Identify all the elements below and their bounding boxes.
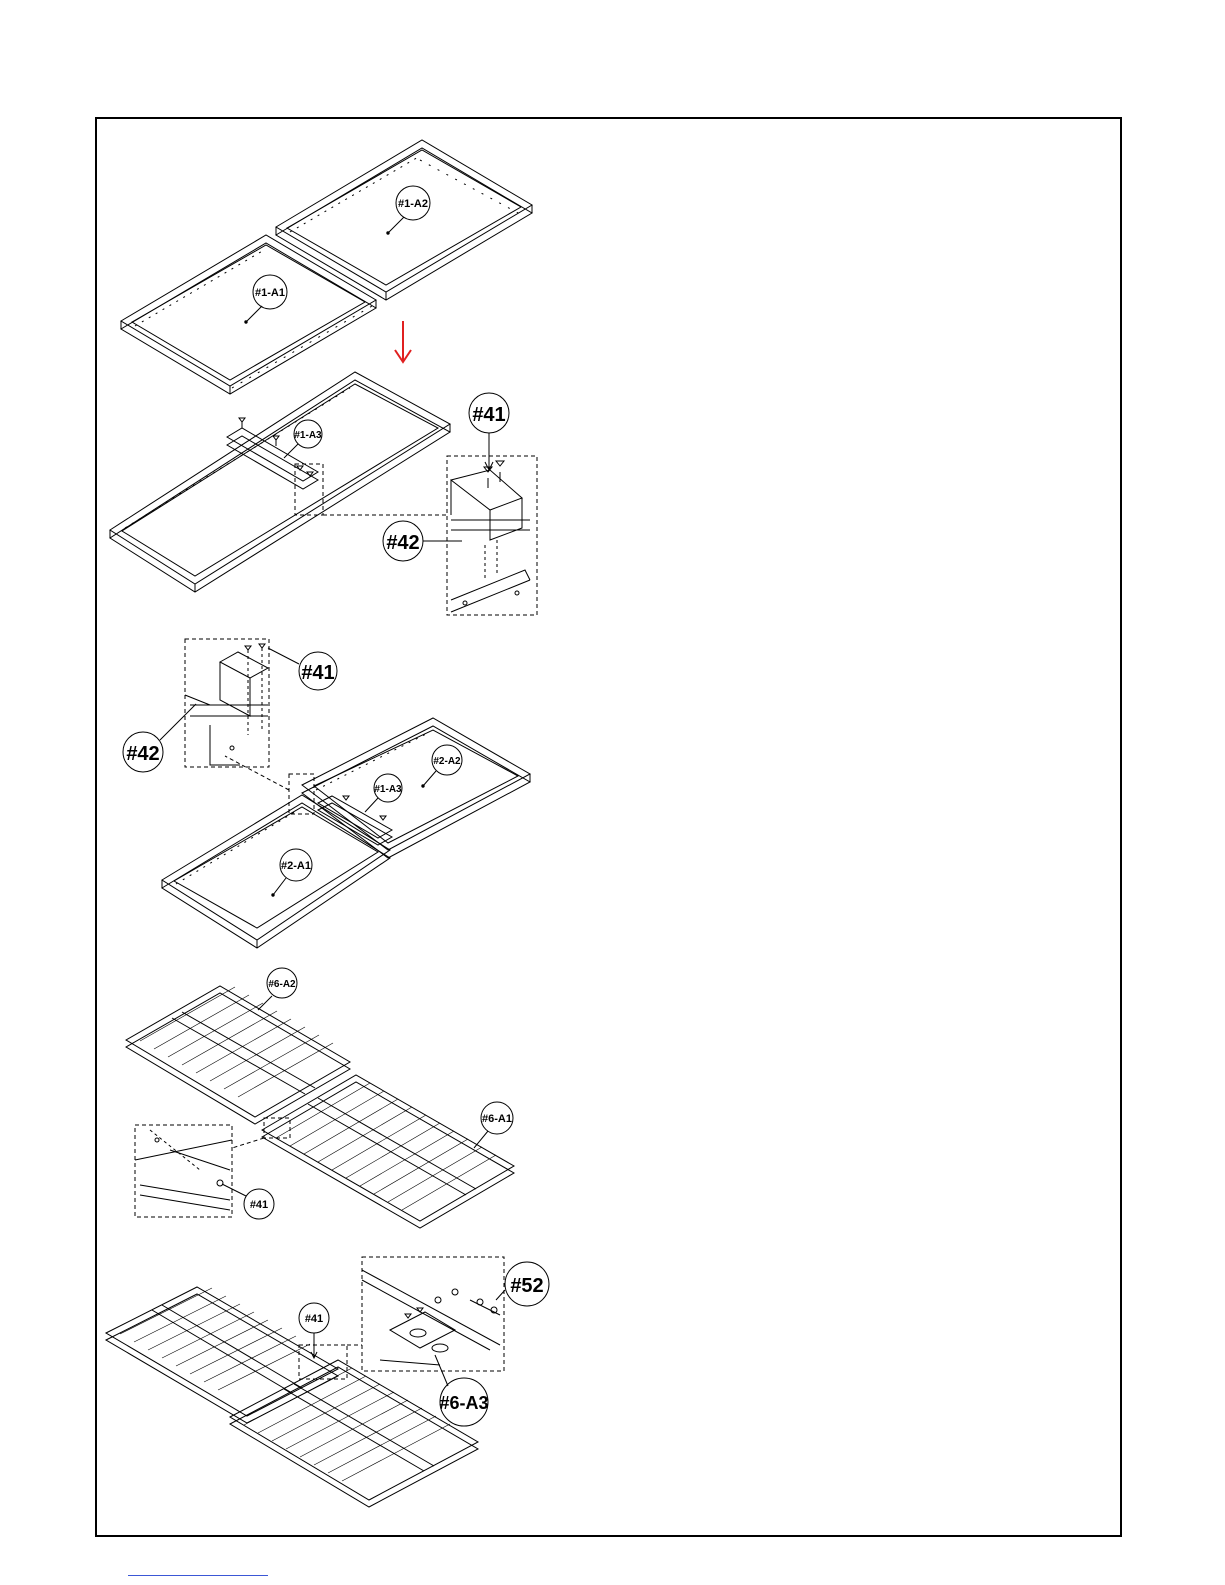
callout-1-a2 (387, 186, 430, 234)
label-1-a3-step3: #1-A3 (374, 784, 402, 795)
frame-part-1-a1 (121, 235, 376, 394)
label-6-a3: #6-A3 (439, 1393, 488, 1413)
step-arrow (395, 321, 411, 362)
label-2-a1: #2-A1 (281, 860, 311, 872)
callout-1-a1 (245, 275, 287, 323)
callout-41-step5 (299, 1303, 329, 1358)
label-41-step3: #41 (301, 662, 334, 684)
detail-box-step3 (185, 639, 269, 767)
grated-panel-front-step5 (230, 1360, 478, 1507)
label-42-step3: #42 (126, 743, 159, 765)
label-1-a1: #1-A1 (255, 287, 285, 299)
callout-2-a1-step3 (272, 849, 312, 896)
label-41-step4: #41 (250, 1199, 268, 1211)
label-1-a3-step2: #1-A3 (294, 430, 322, 441)
label-1-a2: #1-A2 (398, 198, 428, 210)
label-6-a2: #6-A2 (268, 979, 296, 990)
step-5-assembly (106, 1257, 549, 1507)
step-3-assembly (123, 639, 530, 948)
label-52: #52 (510, 1275, 543, 1297)
step-4-assembly (126, 968, 514, 1228)
detail-box-step2 (447, 456, 537, 615)
detail-box-step5 (362, 1257, 504, 1371)
label-42-step2: #42 (386, 532, 419, 554)
label-41-step5: #41 (305, 1313, 323, 1325)
callout-6-a3 (435, 1355, 488, 1426)
detail-box-step4 (135, 1125, 232, 1217)
label-2-a2: #2-A2 (433, 756, 461, 767)
grated-panel-6-a2 (126, 986, 350, 1124)
label-6-a1: #6-A1 (482, 1113, 512, 1125)
step-1-frames (121, 140, 532, 394)
label-41-step2: #41 (472, 404, 505, 426)
callout-6-a1 (474, 1102, 513, 1148)
frame-part-1-a2 (276, 140, 532, 300)
footer-link-underline[interactable] (128, 1575, 268, 1576)
